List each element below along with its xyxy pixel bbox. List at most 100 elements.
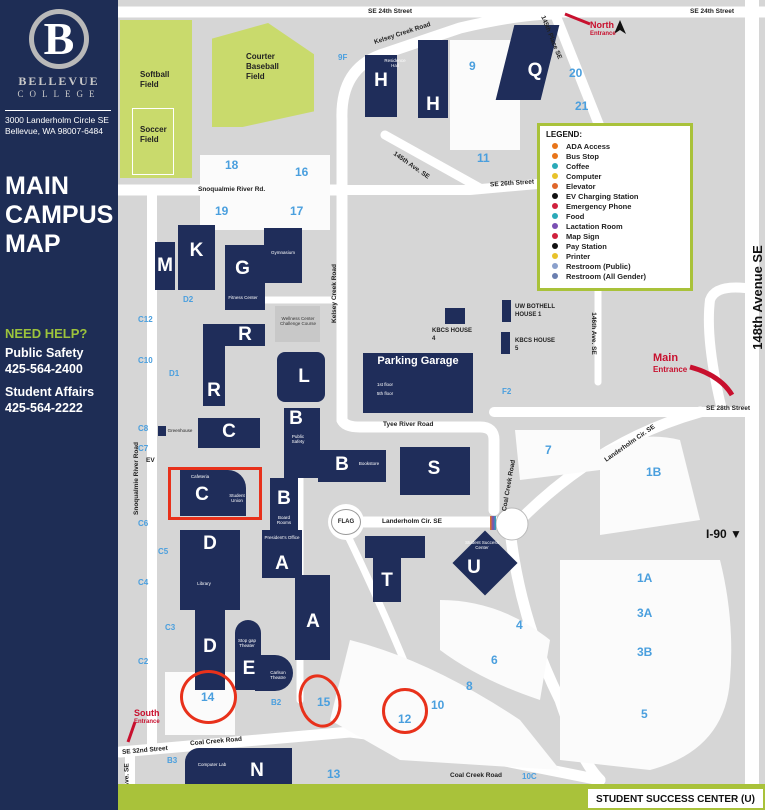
lot-3a[interactable]: 3A — [637, 606, 653, 620]
lot-6[interactable]: 6 — [491, 653, 498, 667]
kbcs-house-4[interactable] — [445, 308, 465, 324]
uw-bothell-house-1[interactable] — [502, 300, 511, 322]
legend-item-label: Coffee — [566, 161, 590, 171]
parking-area-east — [560, 560, 732, 770]
north-entrance: North Entrance — [590, 20, 616, 38]
legend-item-label: Computer — [566, 171, 602, 181]
building-h-label: H — [374, 70, 388, 91]
gymnasium[interactable] — [264, 228, 302, 283]
kbcs-house-4-label: KBCS HOUSE 4 — [432, 328, 473, 342]
lot-c10[interactable]: C10 — [138, 356, 153, 365]
lot-18[interactable]: 18 — [225, 158, 239, 172]
building-t-top[interactable] — [365, 536, 425, 558]
lot-b2[interactable]: B2 — [271, 698, 282, 707]
lot-19[interactable]: 19 — [215, 204, 229, 218]
lot-10c[interactable]: 10C — [522, 772, 537, 781]
kbcs-house-5[interactable] — [501, 332, 510, 354]
building-a-north[interactable] — [262, 530, 302, 578]
student-union-caption: Student Union — [229, 493, 245, 503]
printer-icon — [552, 253, 558, 259]
building-t-label: T — [381, 570, 393, 591]
contact-phone[interactable]: 425-564-2222 — [5, 401, 83, 415]
lot-16[interactable]: 16 — [295, 165, 309, 179]
greenhouse[interactable] — [158, 426, 166, 436]
building-a-south[interactable] — [295, 575, 330, 660]
lot-1a[interactable]: 1A — [637, 571, 653, 585]
building-t[interactable] — [373, 556, 401, 602]
soccer-field-label: Soccer Field — [140, 125, 167, 144]
roundabout-coal-creek — [495, 507, 529, 541]
lot-b3[interactable]: B3 — [167, 756, 178, 765]
lot-10[interactable]: 10 — [431, 698, 445, 712]
building-c-north[interactable] — [198, 418, 260, 448]
parking-garage[interactable] — [363, 353, 473, 413]
contact-phone[interactable]: 425-564-2400 — [5, 362, 83, 376]
building-s[interactable] — [400, 447, 470, 495]
public-safety-caption: Public Safety — [291, 434, 305, 444]
help-heading: NEED HELP? — [5, 326, 88, 341]
legend-item: Map Sign — [546, 231, 684, 241]
cafeteria-caption: Cafeteria — [190, 474, 210, 479]
lot-13[interactable]: 13 — [327, 767, 341, 781]
map-sign-icon — [552, 233, 558, 239]
coffee-icon — [552, 163, 558, 169]
lot-c12[interactable]: C12 — [138, 315, 153, 324]
building-c-label: C — [195, 484, 209, 505]
ev-station-label: EV — [146, 457, 155, 464]
legend-item-label: Emergency Phone — [566, 201, 632, 211]
lot-8[interactable]: 8 — [466, 679, 473, 693]
building-l[interactable] — [277, 352, 325, 402]
lot-15[interactable]: 15 — [317, 695, 331, 709]
lot-c3[interactable]: C3 — [165, 623, 176, 632]
legend-item-label: Lactation Room — [566, 221, 623, 231]
building-h-east[interactable] — [418, 40, 448, 118]
title-line: MAP — [5, 230, 61, 258]
divider — [5, 110, 111, 111]
building-m[interactable] — [155, 242, 175, 290]
lot-9f[interactable]: 9F — [338, 53, 348, 62]
building-n[interactable] — [185, 748, 292, 790]
lot-21[interactable]: 21 — [575, 99, 589, 113]
lot-c6[interactable]: C6 — [138, 519, 149, 528]
legend-item-label: Pay Station — [566, 241, 607, 251]
lot-d2[interactable]: D2 — [183, 295, 194, 304]
building-c-student-union[interactable] — [180, 470, 246, 516]
building-d-north[interactable] — [180, 530, 240, 610]
lot-3b[interactable]: 3B — [637, 645, 653, 659]
main-entrance-title: Main — [653, 352, 679, 364]
lot-c2[interactable]: C2 — [138, 657, 149, 666]
lot-c5[interactable]: C5 — [158, 547, 169, 556]
lactation-room-icon — [552, 223, 558, 229]
lot-c4[interactable]: C4 — [138, 578, 149, 587]
building-b-bookstore[interactable] — [318, 450, 386, 482]
building-g[interactable] — [225, 245, 265, 310]
lot-c7[interactable]: C7 — [138, 444, 149, 453]
building-h-west[interactable] — [365, 55, 397, 117]
building-b-public-safety[interactable] — [284, 408, 320, 478]
legend-item: Pay Station — [546, 241, 684, 251]
lot-c8[interactable]: C8 — [138, 424, 149, 433]
lot-9[interactable]: 9 — [469, 59, 476, 73]
lot-1b[interactable]: 1B — [646, 465, 662, 479]
building-e-carlson[interactable] — [255, 655, 293, 691]
parking-area-4-6 — [440, 600, 550, 700]
lot-17[interactable]: 17 — [290, 204, 304, 218]
building-r-south[interactable] — [203, 340, 225, 406]
lot-11[interactable]: 11 — [477, 151, 490, 165]
lot-f2[interactable]: F2 — [502, 387, 512, 396]
lot-20[interactable]: 20 — [569, 66, 583, 80]
lot-5[interactable]: 5 — [641, 707, 648, 721]
building-b-board-rooms[interactable] — [270, 478, 298, 530]
address-line-1: 3000 Landerholm Circle SE — [5, 115, 109, 125]
highlight-student-union — [168, 467, 262, 520]
north-arrow-icon — [614, 20, 626, 34]
building-k[interactable] — [178, 225, 215, 290]
lot-4[interactable]: 4 — [516, 618, 523, 632]
lot-d1[interactable]: D1 — [169, 369, 180, 378]
page-title: MAIN CAMPUS MAP — [5, 172, 113, 259]
north-entrance-arrow — [564, 12, 591, 26]
lot-7[interactable]: 7 — [545, 443, 552, 457]
road-label-coal-creek-right: Coal Creek Road — [450, 772, 503, 779]
legend-item: EV Charging Station — [546, 191, 684, 201]
